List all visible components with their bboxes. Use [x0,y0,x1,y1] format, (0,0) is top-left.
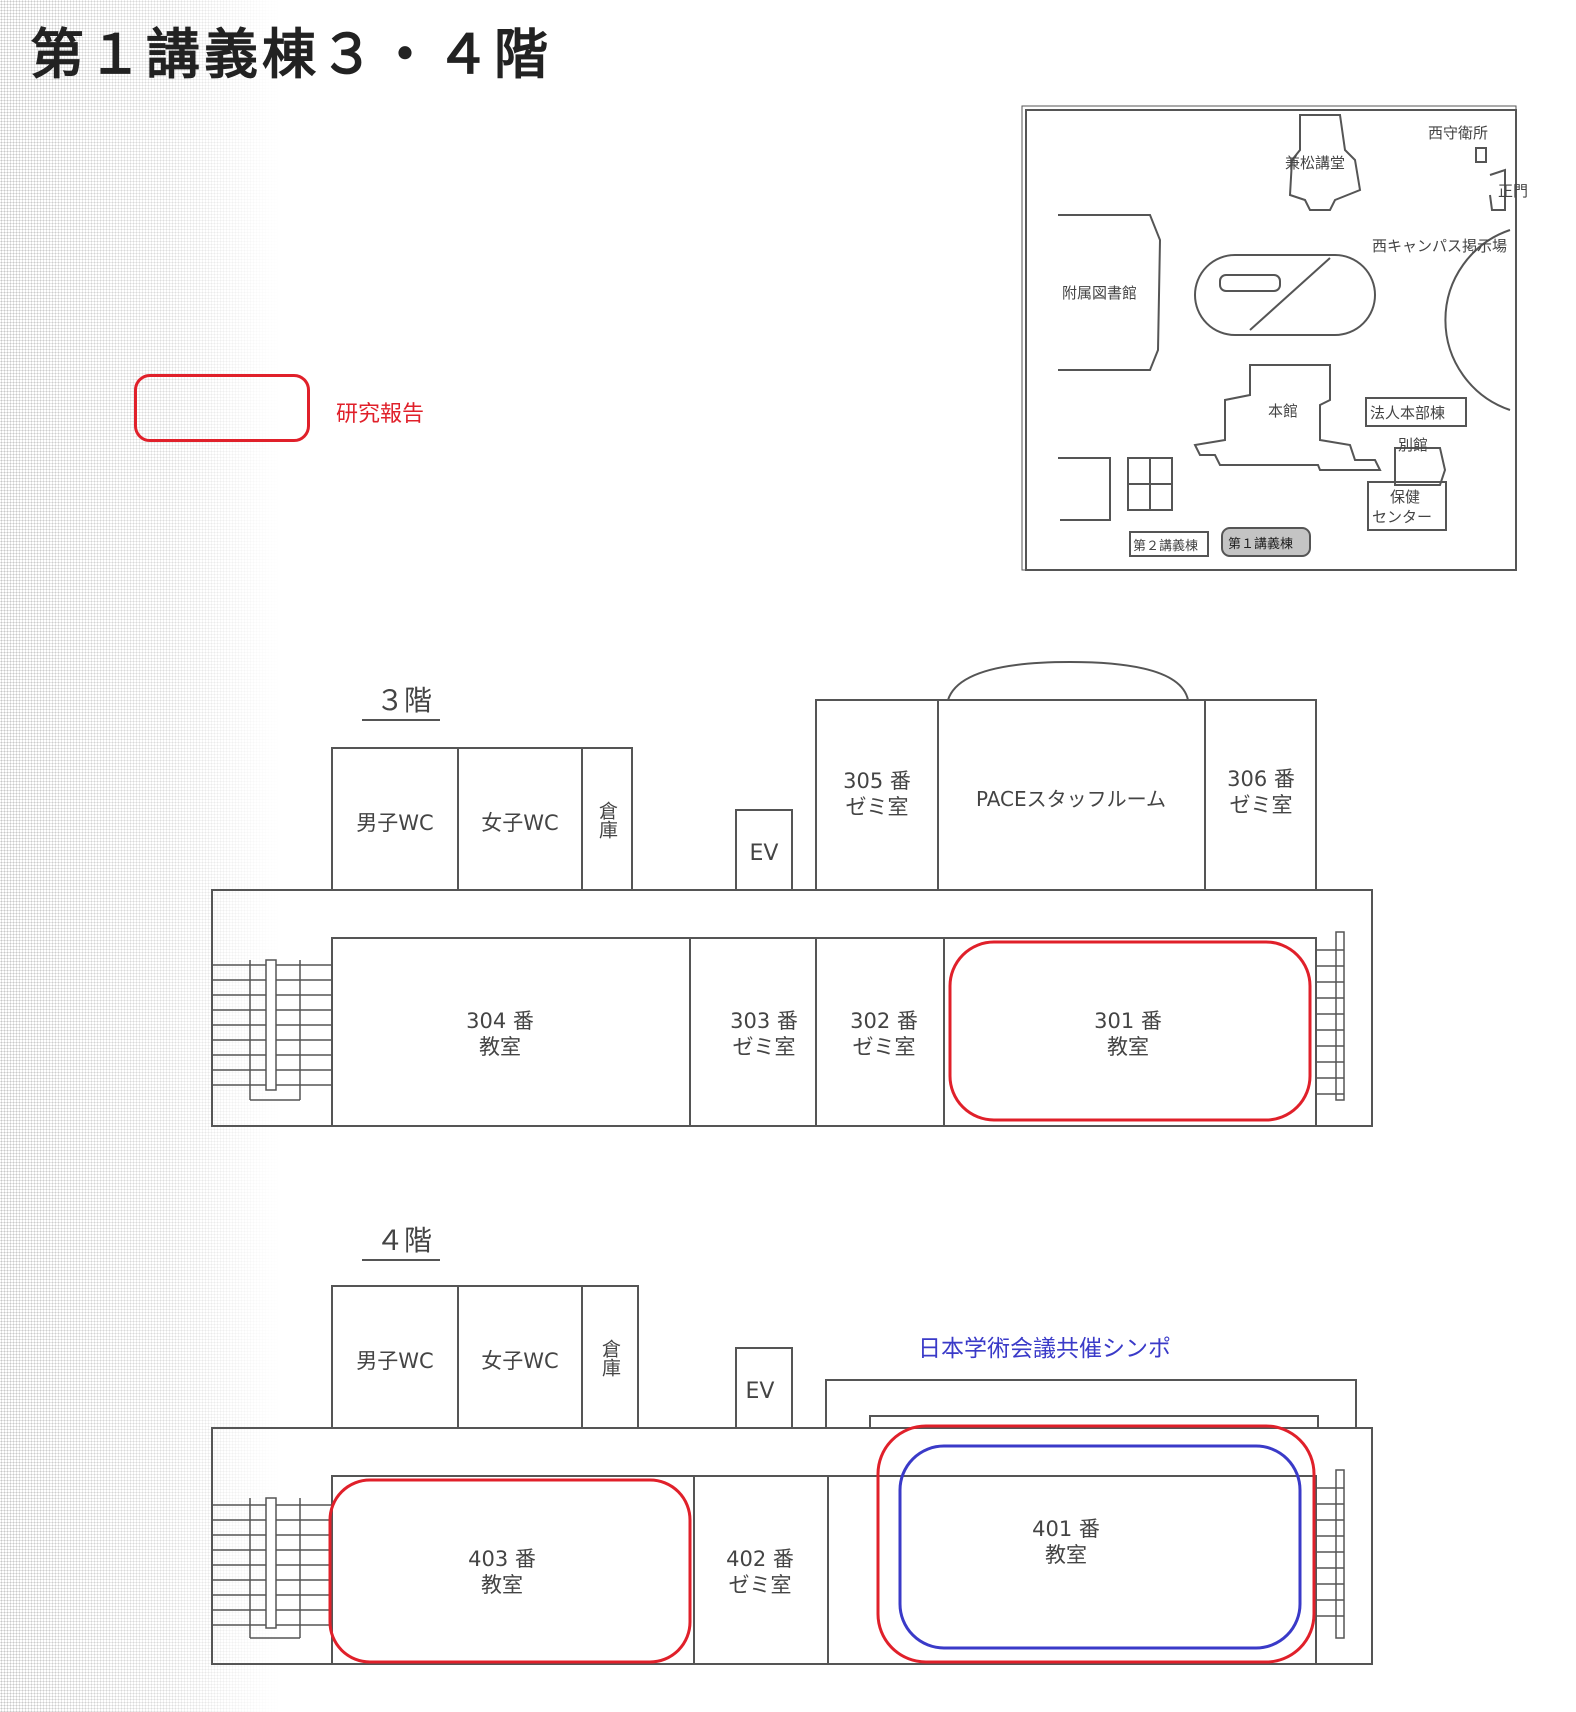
label-campus-board: 西キャンパス掲示場 [1372,237,1507,255]
guard-shape [1475,147,1487,163]
label-hoken-2: センター [1372,508,1432,526]
floor3-302-num: 302 番 [850,1009,918,1033]
floor3-303-num: 303 番 [730,1009,798,1033]
legend-label-research: 研究報告 [336,402,425,427]
gate-shape [1489,168,1506,211]
floor4-402-type: ゼミ室 [729,1573,792,1597]
lecture1-box-highlight [1221,527,1311,557]
hojin-honbu-box [1365,397,1467,427]
floor3-highlight-301 [948,940,1312,1122]
floor3-classroom-block [331,937,1317,1127]
halftone-shading [0,0,280,1712]
floor3-men-wc: 男子WC [356,811,433,835]
label-lecture1: 第１講義棟 [1228,536,1293,552]
kaneko-hall-shape [1288,114,1362,211]
label-lecture2: 第２講義棟 [1133,538,1198,554]
floor4-highlight-401-symposium [898,1444,1302,1650]
floor3-306-num: 306 番 [1227,767,1295,791]
library-shape [1058,214,1162,371]
floor4-women-wc: 女子WC [481,1349,558,1373]
oval-inner-shape [1219,274,1281,292]
floor3-305-num: 305 番 [843,769,911,793]
oval-diagonal [1249,257,1331,331]
label-library: 附属図書館 [1062,284,1137,302]
label-seimon: 正門 [1498,182,1528,200]
campus-board-arc [1444,229,1511,411]
label-nishi-guard: 西守衛所 [1428,124,1488,142]
floor4-401-num: 401 番 [1032,1517,1100,1541]
campus-map-frame [1025,109,1517,571]
floor3-room-labels: 男子WC 女子WC 倉庫 EV 305 番 ゼミ室 PACEスタッフルーム 30… [356,767,1295,1059]
floor3-pace: PACEスタッフルーム [976,787,1166,811]
floor3-306-type: ゼミ室 [1230,793,1293,817]
floor3-storage: 倉庫 [596,801,618,839]
oval-field-shape [1194,254,1376,336]
floor4-401-type: 教室 [1045,1543,1087,1567]
page-title: 第１講義棟３・４階 [30,23,552,86]
floor4-403-num: 403 番 [468,1547,536,1571]
floor3-305-type: ゼミ室 [846,795,909,819]
floor3-label: ３階 [376,684,432,717]
floor4-upper-right-outline [825,1379,1357,1428]
bekkan-shape [1394,447,1447,486]
floor3-women-wc: 女子WC [481,811,558,835]
lecture2-box [1129,531,1209,557]
floor4-highlight-401-research [876,1424,1316,1664]
floor3-304-num: 304 番 [466,1009,534,1033]
floor4-plan [211,1285,1373,1665]
floor4-men-wc: 男子WC [356,1349,433,1373]
campus-map [1021,105,1517,571]
symposium-label: 日本学術会議共催シンポ [918,1336,1171,1362]
campus-map-frame-outer [1021,105,1517,571]
floor4-corridor-outline [211,1427,1373,1665]
label-honkan: 本館 [1268,402,1298,420]
floor4-label: ４階 [376,1224,432,1257]
label-hojin-honbu: 法人本部棟 [1370,404,1445,422]
west-building-shape [1058,457,1111,521]
floor4-highlight-403 [328,1478,692,1664]
floor4-storage: 倉庫 [599,1339,621,1377]
floor4-classroom-block [331,1475,1317,1665]
label-hoken-1: 保健 [1390,488,1420,506]
floor4-ev: EV [746,1379,775,1404]
floor4-room-labels: 男子WC 女子WC 倉庫 EV 403 番 教室 402 番 ゼミ室 401 番… [356,1339,1100,1597]
campus-map-labels: 西守衛所 正門 兼松講堂 西キャンパス掲示場 附属図書館 本館 法人本部棟 別館… [1062,124,1528,554]
label-kaneko-hall: 兼松講堂 [1285,154,1345,172]
floor3-301-type: 教室 [1107,1035,1149,1059]
floor4-right-stairs [1316,1469,1345,1639]
floor4-403-type: 教室 [481,1573,523,1597]
floor3-left-stairs [212,959,332,1101]
floor3-ev: EV [750,841,779,866]
floor3-pace-dome [947,660,1189,701]
hoken-box [1367,481,1447,531]
floor3-303-type: ゼミ室 [733,1035,796,1059]
honkan-shape [1193,364,1382,471]
label-bekkan: 別館 [1398,436,1428,454]
floor3-301-num: 301 番 [1094,1009,1162,1033]
floor4-402-num: 402 番 [726,1547,794,1571]
floor3-right-stairs [1316,931,1345,1101]
floor3-304-type: 教室 [479,1035,521,1059]
legend-swatch-research [134,374,310,442]
floor4-left-stairs [212,1497,332,1639]
floor3-plan [211,660,1373,1127]
floor3-302-type: ゼミ室 [853,1035,916,1059]
floor3-corridor-outline [211,889,1373,1127]
